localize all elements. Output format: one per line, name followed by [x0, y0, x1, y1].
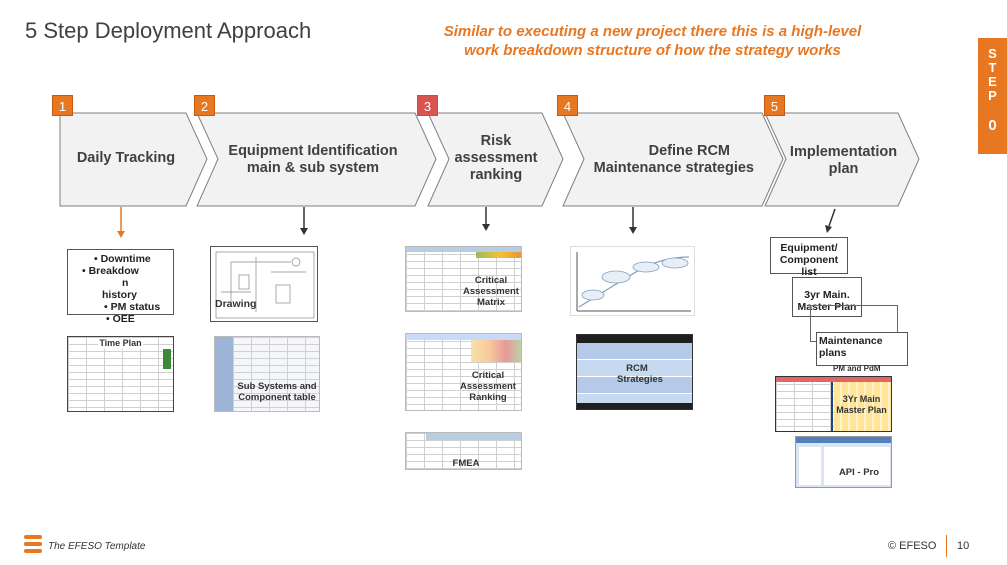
drawing-thumbnail: Drawing: [210, 246, 318, 322]
subtitle-line-1: Similar to executing a new project there…: [443, 23, 862, 40]
daily-tracking-list: • Downtime • Breakdow n history • PM sta…: [67, 249, 174, 325]
chevron-step-1: [59, 112, 208, 207]
maintenance-plans-box: Maintenance plans: [816, 332, 908, 366]
master-plan-thumbnail: 3Yr Main Master Plan: [775, 376, 892, 432]
thumb-decoration: [831, 382, 833, 431]
thumb-decoration: [471, 340, 521, 362]
list-item-text: PM status: [110, 301, 161, 313]
list-item-cont: history: [102, 289, 138, 301]
thumb-decoration: [406, 334, 521, 340]
chevron-step-4: [562, 112, 784, 207]
step-label-1: Daily Tracking: [66, 150, 186, 167]
thumb-decoration: [577, 377, 692, 394]
efeso-logo-icon: [24, 535, 42, 553]
time-plan-thumbnail: Time Plan: [67, 336, 174, 412]
list-item: • OEE: [106, 313, 135, 325]
rcm-strategies-thumbnail: RCM Strategies: [576, 334, 693, 410]
critical-matrix-label: Critical Assessment Matrix: [463, 275, 519, 308]
subsystems-label: Sub Systems and Component table: [237, 381, 317, 403]
step-letter: E: [988, 74, 997, 89]
api-pro-label: API - Pro: [838, 467, 880, 478]
step-label-4: Define RCM Maintenance strategies: [584, 143, 754, 177]
rcm-strategies-label: RCM Strategies: [617, 363, 663, 385]
step-number-3: 3: [417, 95, 438, 116]
step-letter: S: [988, 46, 997, 61]
thumb-decoration: [796, 437, 891, 443]
step-zero-tab: S T E P 0: [978, 38, 1007, 154]
drawing-label: Drawing: [215, 298, 257, 310]
critical-ranking-label: Critical Assessment Ranking: [460, 370, 516, 403]
strategy-curve-thumbnail: [570, 246, 695, 316]
equipment-component-list-box: Equipment/ Component list: [770, 237, 848, 278]
step-label-line: Daily Tracking: [76, 150, 176, 166]
step-label-line: Maintenance strategies: [593, 160, 754, 176]
footer-copyright: © EFESO: [888, 540, 937, 552]
step-letter: P: [988, 88, 997, 103]
step-label-2: Equipment Identification main & sub syst…: [218, 143, 408, 177]
thumb-decoration: [824, 447, 890, 485]
schematic-icon: [215, 251, 315, 319]
work-orders-label: PM and PdM Work orders: [833, 364, 881, 374]
list-item-text: Breakdow: [88, 265, 139, 277]
step-label-line: plan: [828, 161, 859, 177]
footer-template-name: The EFESO Template: [48, 541, 146, 552]
step-number-2: 2: [194, 95, 215, 116]
fmea-label: FMEA: [452, 458, 480, 469]
step-label-line: main & sub system: [246, 160, 380, 176]
master-plan-box: 3yr Main. Master Plan: [792, 277, 862, 317]
list-item: • PM status: [104, 301, 161, 313]
page-title: 5 Step Deployment Approach: [25, 18, 312, 43]
list-item: • Downtime: [94, 253, 151, 265]
step-label-5: Implementation plan: [786, 144, 901, 178]
step-number-5: 5: [764, 95, 785, 116]
step-number-1: 1: [52, 95, 73, 116]
thumb-decoration: [406, 247, 521, 252]
page-number: 10: [957, 540, 970, 552]
thumb-decoration: [577, 335, 692, 343]
thumb-decoration: [426, 433, 521, 440]
list-item-text: OEE: [112, 313, 135, 325]
thumb-decoration: [776, 377, 891, 382]
thumb-decoration: [476, 252, 521, 258]
subtitle: Similar to executing a new project there…: [400, 22, 905, 60]
thumb-decoration: [799, 447, 821, 485]
strategy-curve-icon: [576, 252, 691, 312]
list-item: • Breakdow: [82, 265, 139, 277]
critical-ranking-thumbnail: Critical Assessment Ranking: [405, 333, 522, 411]
chevron-step-3: [427, 112, 564, 207]
list-item-text: Downtime: [100, 253, 151, 265]
subsystems-thumbnail: Sub Systems and Component table: [214, 336, 320, 412]
step-label-line: assessment: [454, 150, 538, 166]
step-number-4: 4: [557, 95, 578, 116]
step-label-line: Implementation: [789, 144, 898, 160]
time-plan-label: Time Plan: [98, 338, 143, 349]
step-label-line: Equipment Identification: [228, 143, 398, 159]
critical-matrix-thumbnail: Critical Assessment Matrix: [405, 246, 522, 312]
chevron-step-2: [196, 112, 437, 207]
api-pro-thumbnail: API - Pro: [795, 436, 892, 488]
thumb-decoration: [577, 343, 692, 360]
step-label-line: ranking: [469, 167, 523, 183]
thumb-decoration: [215, 337, 233, 411]
step-letter: T: [988, 60, 997, 75]
master-plan-label: 3Yr Main Master Plan: [836, 394, 887, 415]
step-label-line: Risk: [480, 133, 512, 149]
step-label-3: Risk assessment ranking: [446, 133, 546, 184]
list-item-cont: n: [122, 277, 129, 289]
footer-divider: [946, 535, 947, 557]
thumb-decoration: [163, 349, 171, 369]
fmea-thumbnail: FMEA: [405, 432, 522, 470]
thumb-decoration: [834, 382, 891, 431]
thumb-decoration: [577, 403, 692, 409]
step-number: 0: [988, 117, 997, 134]
subtitle-line-2: work breakdown structure of how the stra…: [464, 42, 841, 59]
step-label-line: Define RCM: [648, 143, 730, 159]
thumb-decoration: [577, 360, 692, 377]
chevron-step-5: [764, 112, 920, 207]
